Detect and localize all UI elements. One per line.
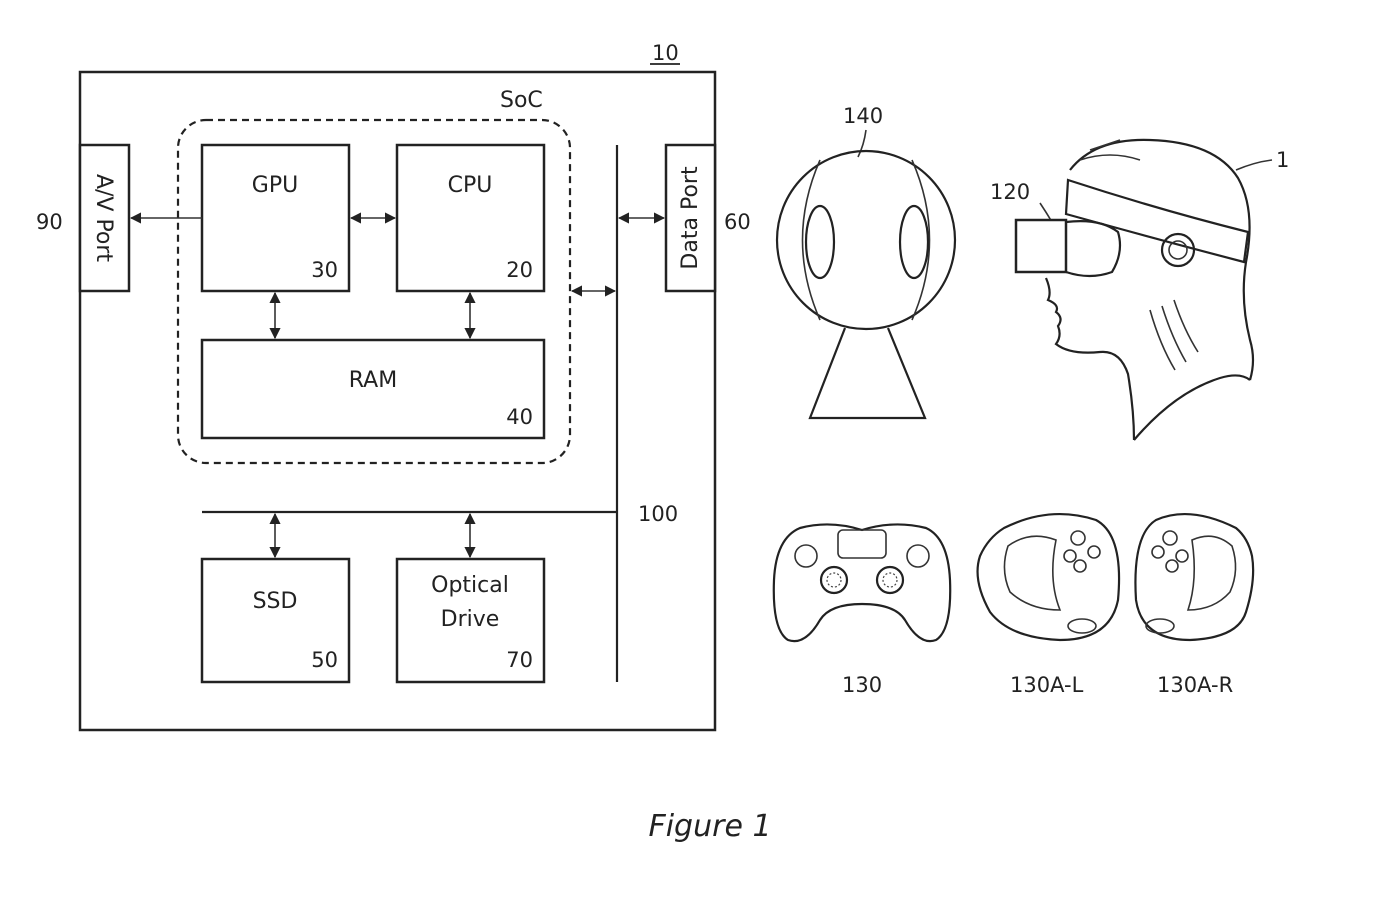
soc-region: SoC [176,88,572,465]
gpu-label: GPU [252,173,298,198]
figure-caption: Figure 1 [648,809,771,844]
cpu-ref: 20 [506,258,533,282]
left-controller-stick-icon [1073,559,1087,573]
camera-sphere [775,149,957,331]
controller-right-stick-icon [875,565,905,595]
soc-label: SoC [500,88,543,113]
controller-dpad-icon [794,544,818,568]
bus-100: 100 [202,145,678,682]
user-ref: 1 [1276,148,1289,172]
gpu-ref: 30 [311,258,338,282]
soc-dashed-outline [176,118,572,465]
data-port-label: Data Port [678,166,703,270]
controller-left-ref: 130A-L [1010,673,1084,697]
right-controller-stick-icon [1165,559,1179,573]
hmd-ref: 120 [990,180,1030,204]
av-port-label: A/V Port [91,174,116,262]
controller-right-ref: 130A-R [1157,673,1233,697]
av-port-ref: 90 [36,210,63,234]
camera-stand [808,327,927,420]
cpu-label: CPU [448,173,493,198]
ram-ref: 40 [506,405,533,429]
cpu-block: CPU 20 [395,143,546,293]
data-port-ref: 60 [724,210,751,234]
controller-130: 130 [772,523,952,697]
ssd-block: SSD 50 [200,557,351,684]
ram-label: RAM [349,368,397,393]
optical-drive-block: Optical Drive 70 [395,557,546,684]
controller-buttons-icon [906,544,930,568]
left-controller-ring [976,512,1121,642]
ssd-label: SSD [253,589,298,614]
data-port-block: Data Port 60 [664,143,751,293]
user-leader [1235,159,1273,171]
controller-left-stick-icon [819,565,849,595]
headband [1064,178,1250,264]
controller-130a-l: 130A-L [976,512,1121,697]
ssd-ref: 50 [311,648,338,672]
optical-ref: 70 [506,648,533,672]
user-with-hmd: 120 1 [990,138,1289,441]
camera-lens-right-icon [898,204,930,280]
bus-ref: 100 [638,502,678,526]
right-controller-ring [1134,512,1255,642]
controller-body [772,523,952,643]
camera-140: 140 [775,104,957,420]
optical-label-line2: Drive [441,607,500,632]
camera-lens-left-icon [804,204,836,280]
system-ref: 10 [652,41,679,65]
gpu-block: GPU 30 [200,143,351,293]
controller-130a-r: 130A-R [1134,512,1255,697]
av-port-block: A/V Port 90 [36,143,131,293]
controller-ref: 130 [842,673,882,697]
ram-block: RAM 40 [200,338,546,440]
camera-leader [857,129,867,158]
hmd-ear-icon [1160,232,1196,268]
head-outline [1044,138,1255,441]
hmd-visor [1014,218,1068,274]
controller-touchpad [837,529,887,559]
connection-arrows [129,212,666,559]
camera-ref: 140 [843,104,883,128]
optical-label-line1: Optical [431,573,509,598]
